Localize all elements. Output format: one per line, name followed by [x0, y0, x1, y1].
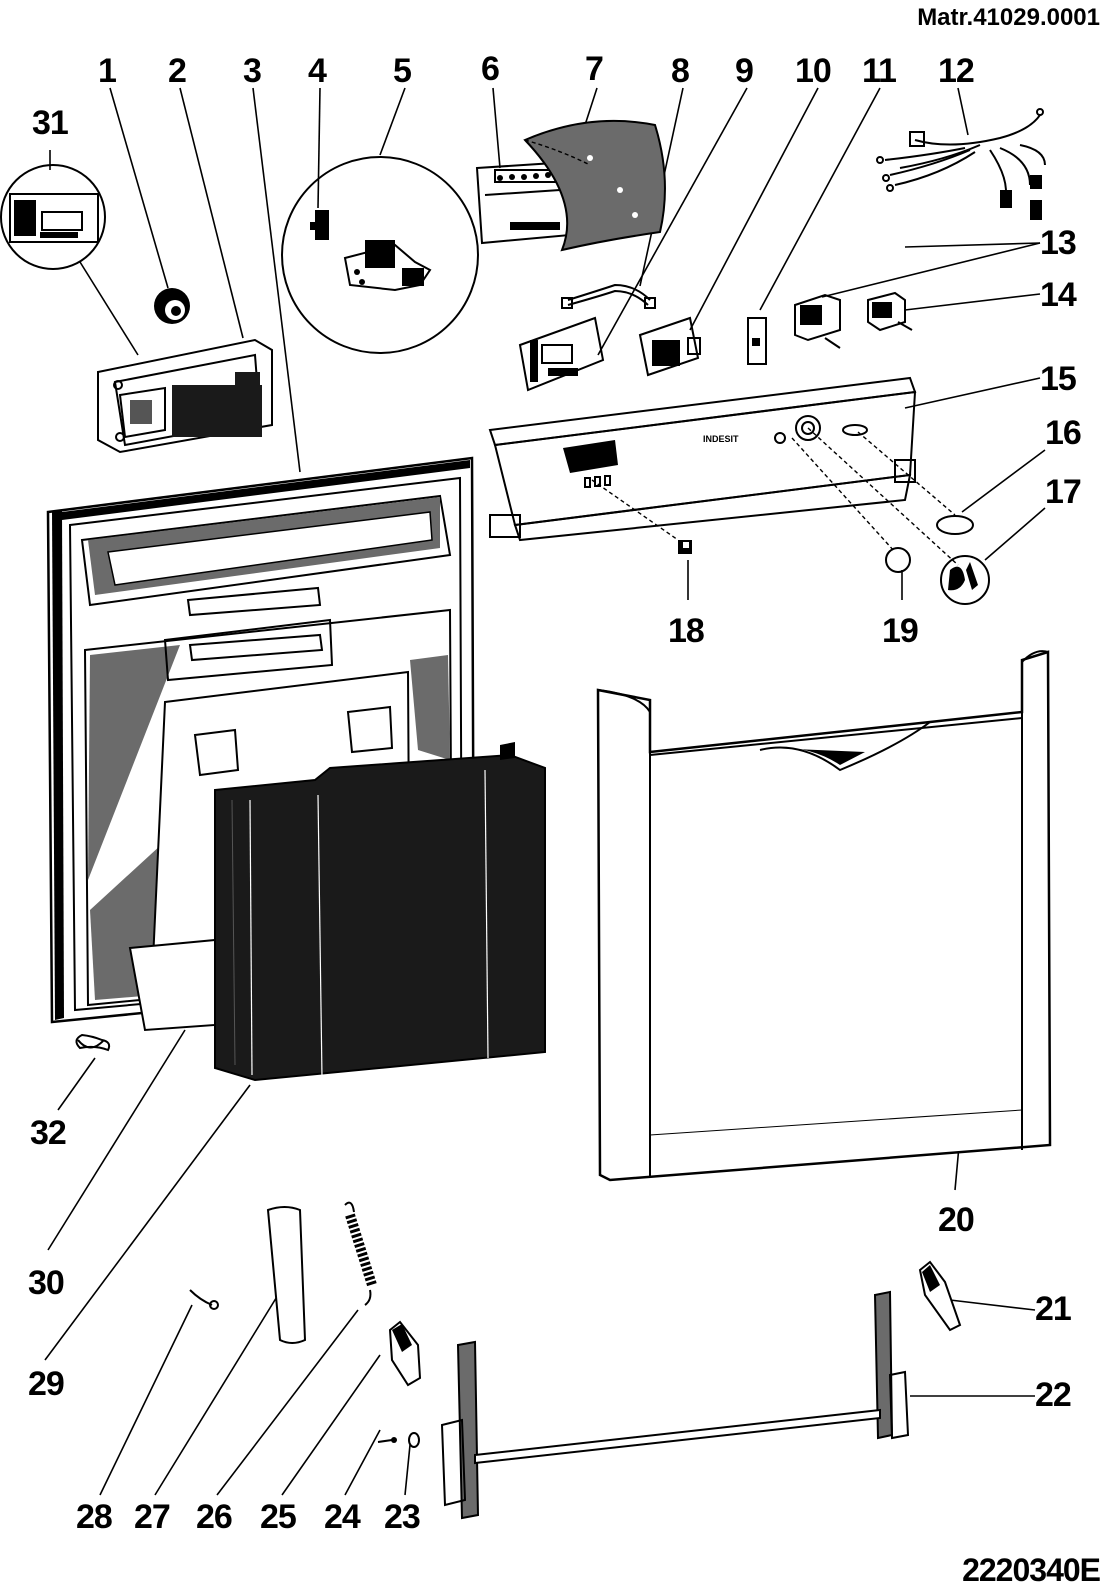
- drawing-code: 2220340E: [962, 1552, 1100, 1588]
- part-19-button: [885, 547, 911, 573]
- part-15-control-panel: INDESIT: [488, 376, 917, 542]
- callout-7: 7: [585, 50, 604, 88]
- callout-18: 18: [668, 612, 705, 650]
- callout-2: 2: [168, 52, 187, 90]
- part-12-wiring-harness: [876, 108, 1046, 220]
- callout-21: 21: [1035, 1290, 1072, 1328]
- callout-20: 20: [938, 1201, 975, 1239]
- brand-mark: INDESIT: [703, 434, 739, 444]
- part-31-module-circle: [0, 164, 139, 356]
- part-2-control-unit: [97, 338, 273, 454]
- callout-32: 32: [30, 1114, 67, 1152]
- callout-10: 10: [795, 52, 832, 90]
- part-7-insulation-sheet: [523, 119, 666, 252]
- part-18-button: [678, 540, 692, 554]
- part-23-washer: [408, 1432, 420, 1448]
- callout-26: 26: [196, 1498, 233, 1536]
- part-29-door-panel: [214, 742, 546, 1082]
- callout-17: 17: [1045, 473, 1082, 511]
- material-reference: Matr.41029.0001: [917, 4, 1100, 31]
- callout-22: 22: [1035, 1376, 1072, 1414]
- callout-31: 31: [32, 104, 69, 142]
- part-14-switch: [867, 291, 913, 332]
- part-16-lens: [936, 515, 974, 535]
- part-8-cable: [561, 283, 656, 309]
- callout-23: 23: [384, 1498, 421, 1536]
- part-21-hinge: [918, 1260, 962, 1332]
- callout-30: 30: [28, 1264, 65, 1302]
- callout-3: 3: [243, 52, 262, 90]
- part-17-knob: [940, 555, 990, 605]
- callout-5: 5: [393, 52, 412, 90]
- part-1-knob: [154, 288, 190, 324]
- part-25-hinge: [388, 1320, 422, 1387]
- callout-4: 4: [308, 52, 327, 90]
- callout-24: 24: [324, 1498, 361, 1536]
- leader-lines: [44, 87, 1046, 1496]
- callout-29: 29: [28, 1365, 65, 1403]
- callout-8: 8: [671, 52, 690, 90]
- callout-15: 15: [1040, 360, 1077, 398]
- part-5-door-lock-circle: [281, 156, 479, 354]
- part-28-pin: [189, 1289, 219, 1310]
- callout-13: 13: [1040, 224, 1077, 262]
- part-32-clip: [75, 1033, 111, 1052]
- callout-9: 9: [735, 52, 754, 90]
- part-24-screw: [377, 1437, 397, 1443]
- part-11-switch-plate: [747, 317, 767, 365]
- callout-16: 16: [1045, 414, 1082, 452]
- callout-14: 14: [1040, 276, 1077, 314]
- callout-6: 6: [481, 50, 500, 88]
- part-22-bracket: [440, 1290, 910, 1520]
- callout-12: 12: [938, 52, 975, 90]
- part-10-transformer: [638, 316, 701, 377]
- callout-1: 1: [98, 52, 117, 90]
- part-26-spring: [344, 1201, 377, 1306]
- callout-11: 11: [862, 52, 897, 90]
- part-13-switch: [794, 293, 841, 349]
- callout-28: 28: [76, 1498, 113, 1536]
- part-20-outer-door: [596, 650, 1052, 1182]
- part-9-display-board: [518, 316, 605, 392]
- callout-27: 27: [134, 1498, 171, 1536]
- callout-19: 19: [882, 612, 919, 650]
- part-27-handle-strip: [266, 1206, 307, 1344]
- callout-25: 25: [260, 1498, 297, 1536]
